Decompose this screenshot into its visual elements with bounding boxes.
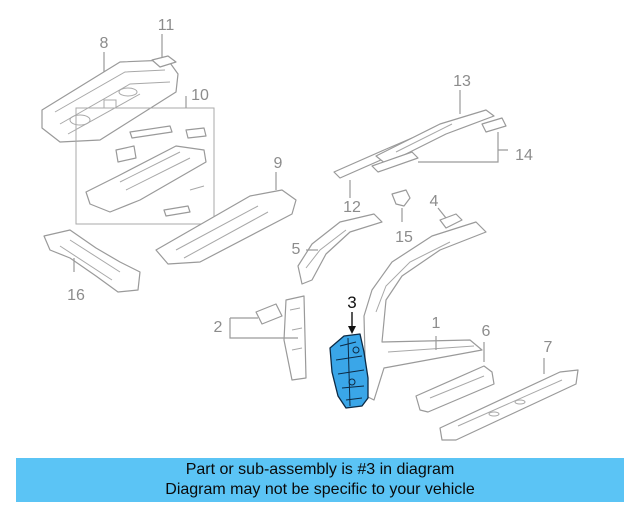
part-15-clip[interactable] — [391, 189, 411, 207]
callout-9: 9 — [274, 155, 283, 172]
part-6-rocker[interactable] — [415, 365, 495, 413]
banner-line-1: Part or sub-assembly is #3 in diagram — [185, 461, 455, 478]
callout-4: 4 — [430, 193, 439, 210]
part-16-rail[interactable] — [43, 229, 141, 293]
callout-3: 3 — [347, 293, 356, 312]
callout-12: 12 — [343, 199, 361, 216]
callout-8: 8 — [100, 35, 109, 52]
part-10-assembly[interactable] — [75, 107, 215, 225]
callout-6: 6 — [482, 323, 491, 340]
callout-16: 16 — [67, 287, 85, 304]
part-14-bracket[interactable] — [371, 117, 507, 173]
callout-11: 11 — [158, 17, 175, 34]
part-3-highlighted[interactable] — [329, 333, 369, 409]
callout-10: 10 — [191, 87, 209, 104]
part-7-rocker-outer[interactable] — [439, 369, 579, 441]
parts-diagram: 8 11 10 16 9 12 13 — [41, 17, 579, 441]
part-11-bracket[interactable] — [151, 55, 177, 68]
part-13-sill[interactable] — [375, 109, 495, 165]
callout-13: 13 — [453, 73, 471, 90]
callout-15: 15 — [395, 229, 413, 246]
part-9-rear-floor[interactable] — [155, 189, 297, 265]
part-1-body-side[interactable] — [363, 221, 487, 401]
callout-14: 14 — [515, 147, 533, 164]
callout-7: 7 — [544, 339, 553, 356]
callout-1: 1 — [432, 315, 441, 332]
banner-line-2: Diagram may not be specific to your vehi… — [165, 481, 475, 498]
part-5-pillar[interactable] — [297, 213, 383, 285]
callout-5: 5 — [292, 241, 301, 258]
info-banner: Part or sub-assembly is #3 in diagram Di… — [16, 458, 624, 502]
part-4-bracket[interactable] — [439, 213, 463, 229]
callout-2: 2 — [214, 319, 223, 336]
part-2-hinge[interactable] — [255, 295, 307, 381]
